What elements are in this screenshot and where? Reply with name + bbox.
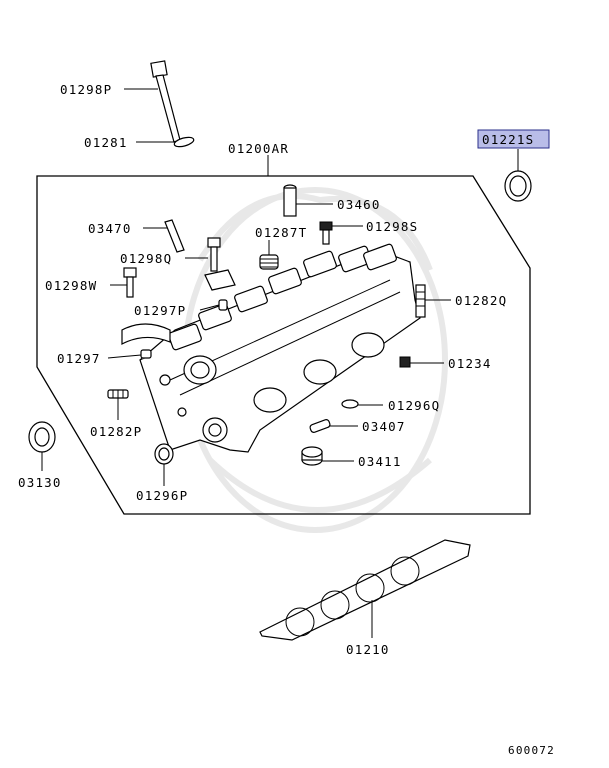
stud-01282Q[interactable] — [415, 284, 426, 318]
plug-01234[interactable] — [399, 356, 411, 368]
label-01287T[interactable]: 01287T — [255, 225, 307, 240]
seal-03130[interactable] — [28, 421, 56, 453]
spring-01287T[interactable] — [259, 254, 279, 270]
label-01298W[interactable]: 01298W — [45, 278, 97, 293]
rod-03470[interactable] — [164, 219, 185, 253]
washer-01281[interactable] — [173, 136, 195, 149]
label-01297[interactable]: 01297 — [57, 351, 101, 366]
label-03460[interactable]: 03460 — [337, 197, 381, 212]
seal-01296P[interactable] — [154, 443, 174, 465]
stud-01282P[interactable] — [107, 389, 129, 399]
leader-lines — [41, 88, 519, 638]
oil-seal-01221S[interactable] — [504, 170, 532, 202]
dowel-03407[interactable] — [309, 419, 331, 433]
label-03130[interactable]: 03130 — [18, 475, 62, 490]
bolt-01298P[interactable] — [150, 60, 181, 143]
pin-03460[interactable] — [283, 184, 297, 217]
label-01210[interactable]: 01210 — [346, 642, 390, 657]
bolt-01298W[interactable] — [123, 267, 137, 298]
label-03407[interactable]: 03407 — [362, 419, 406, 434]
diagram-id: 600072 — [508, 744, 555, 757]
label-01282P[interactable]: 01282P — [90, 424, 142, 439]
bolt-01298Q[interactable] — [204, 237, 236, 291]
ring-03411[interactable] — [301, 446, 323, 466]
bolt-01298S[interactable] — [319, 221, 333, 245]
label-01297P[interactable]: 01297P — [134, 303, 186, 318]
label-01296Q[interactable]: 01296Q — [388, 398, 440, 413]
head-gasket-01210[interactable] — [259, 539, 471, 641]
label-01234[interactable]: 01234 — [448, 356, 492, 371]
assembly-frame — [36, 175, 531, 515]
label-01298S[interactable]: 01298S — [366, 219, 418, 234]
label-03470[interactable]: 03470 — [88, 221, 132, 236]
highlight-box — [477, 129, 550, 149]
cap-01297[interactable] — [121, 323, 171, 359]
label-01298P[interactable]: 01298P — [60, 82, 112, 97]
label-01200AR[interactable]: 01200AR — [228, 141, 289, 156]
label-01296P[interactable]: 01296P — [136, 488, 188, 503]
seal-01296Q[interactable] — [341, 399, 359, 409]
label-01298Q[interactable]: 01298Q — [120, 251, 172, 266]
cylinder-head[interactable] — [139, 243, 421, 453]
label-01282Q[interactable]: 01282Q — [455, 293, 507, 308]
label-01221S[interactable]: 01221S — [482, 132, 534, 147]
part-labels: 01298P 01281 01200AR 01221S 03460 03470 … — [18, 82, 555, 757]
label-03411[interactable]: 03411 — [358, 454, 402, 469]
pin-01297P[interactable] — [218, 299, 228, 311]
label-01281[interactable]: 01281 — [84, 135, 128, 150]
